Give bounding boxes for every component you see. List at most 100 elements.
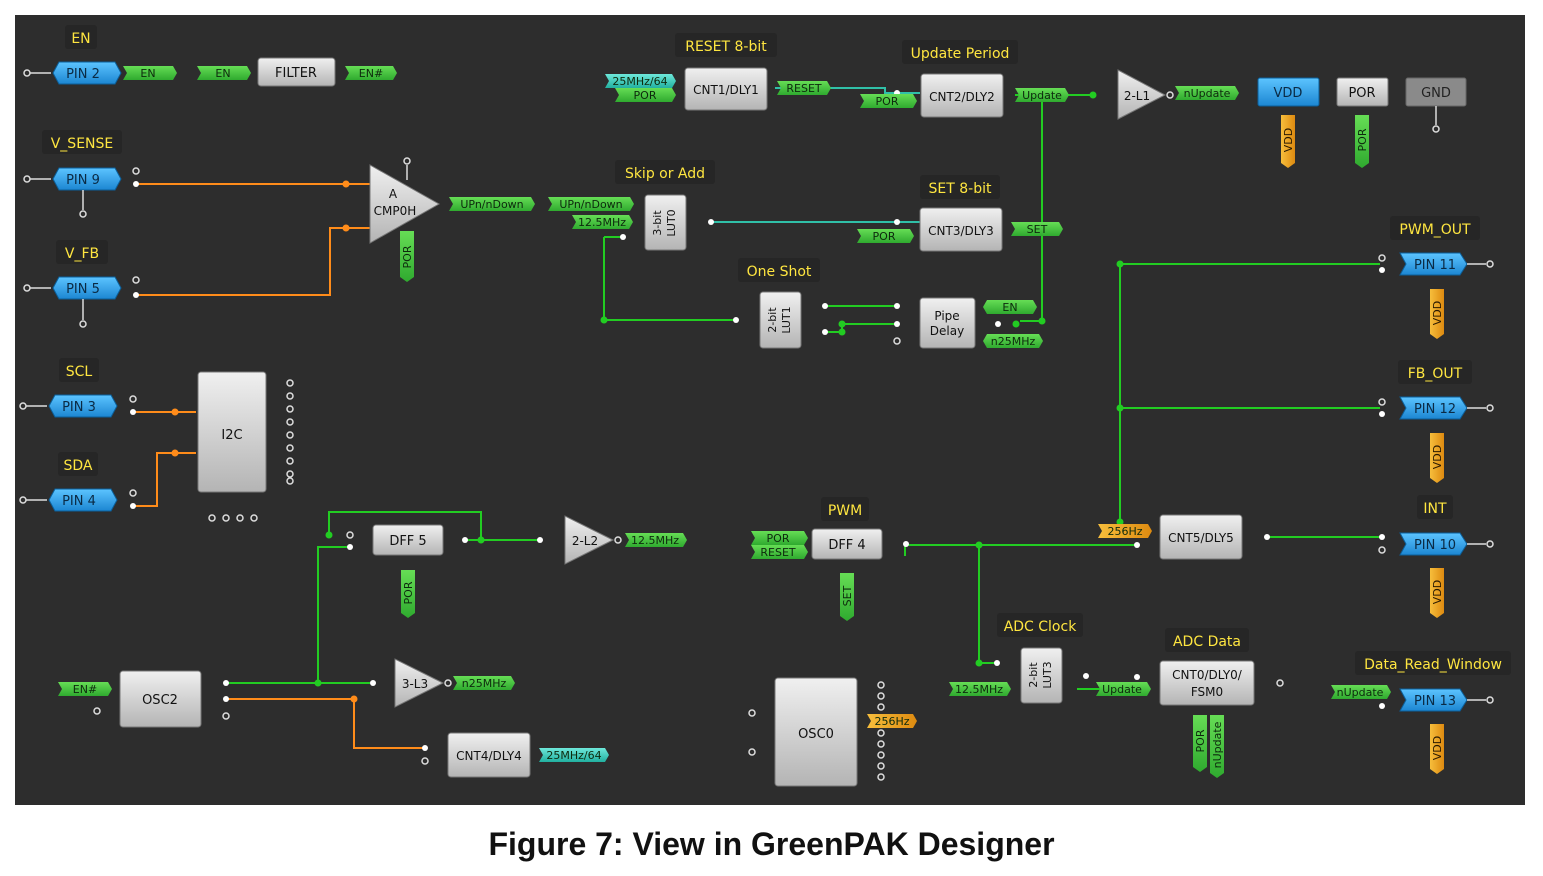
svg-text:DFF 4: DFF 4	[828, 538, 865, 553]
svg-text:POR: POR	[873, 230, 896, 243]
net-tags: EN EN EN# 25MHz/64 POR RESET POR Update …	[58, 66, 1391, 762]
block-i2c[interactable]: I2C	[197, 371, 267, 493]
svg-text:PIN 3: PIN 3	[62, 400, 96, 415]
gate-2-l2[interactable]: 2-L2	[564, 515, 622, 565]
label-data-read-window: Data_Read_Window	[1355, 651, 1511, 675]
block-por[interactable]: POR	[1336, 77, 1389, 107]
label-sda: SDA	[58, 452, 98, 476]
net-en-hash-osc2: EN#	[58, 682, 112, 696]
svg-text:A: A	[389, 187, 398, 201]
svg-text:CNT5/DLY5: CNT5/DLY5	[1168, 531, 1234, 545]
block-cnt0-fsm0[interactable]: CNT0/DLY0/FSM0	[1159, 660, 1255, 706]
gate-2-l1[interactable]: 2-L1	[1117, 69, 1174, 120]
block-dff5[interactable]: DFF 5	[372, 524, 444, 556]
svg-text:FILTER: FILTER	[275, 66, 317, 81]
svg-text:3-bit: 3-bit	[651, 210, 664, 236]
svg-text:PWM_OUT: PWM_OUT	[1399, 222, 1471, 238]
vtag-cnt0-nupdate: nUpdate	[1210, 715, 1224, 778]
svg-text:VDD: VDD	[1431, 445, 1444, 469]
net-por-cnt3: POR	[857, 229, 914, 243]
gate-3-l3[interactable]: 3-L3	[394, 658, 452, 708]
net-por-cnt2: POR	[860, 94, 917, 108]
svg-text:V_FB: V_FB	[65, 246, 99, 262]
svg-text:One Shot: One Shot	[747, 264, 812, 280]
block-cnt4[interactable]: CNT4/DLY4	[447, 732, 531, 778]
comparator-cmp0h[interactable]: A CMP0H	[369, 157, 441, 244]
net-por-dff4: POR	[751, 531, 808, 545]
vtag-pin12-vdd: VDD	[1430, 433, 1444, 483]
pin-5[interactable]: PIN 5	[23, 276, 140, 328]
svg-text:POR: POR	[876, 95, 899, 108]
svg-text:VDD: VDD	[1431, 580, 1444, 604]
svg-text:12.5MHz: 12.5MHz	[955, 683, 1003, 696]
net-update: Update	[1015, 88, 1069, 102]
svg-text:LUT0: LUT0	[665, 209, 678, 236]
block-osc2[interactable]: OSC2	[119, 670, 202, 728]
net-25mhz64-cnt4: 25MHz/64	[539, 748, 609, 762]
svg-text:VDD: VDD	[1431, 736, 1444, 760]
svg-text:CNT2/DLY2: CNT2/DLY2	[929, 90, 995, 104]
label-skip-or-add: Skip or Add	[615, 160, 715, 184]
net-nupdate: nUpdate	[1175, 86, 1239, 100]
block-osc0[interactable]: OSC0	[774, 677, 858, 787]
svg-text:nUpdate: nUpdate	[1184, 87, 1231, 100]
label-set-8bit: SET 8-bit	[920, 175, 1000, 199]
block-dff4[interactable]: DFF 4	[811, 528, 883, 560]
svg-text:FB_OUT: FB_OUT	[1408, 366, 1463, 382]
svg-text:Delay: Delay	[930, 324, 964, 338]
svg-text:n25MHz: n25MHz	[991, 335, 1036, 348]
pin-3[interactable]: PIN 3	[19, 394, 137, 418]
label-reset-8bit: RESET 8-bit	[675, 33, 777, 57]
label-en: EN	[65, 25, 97, 49]
net-set: SET	[1011, 222, 1063, 236]
block-cnt5[interactable]: CNT5/DLY5	[1159, 514, 1243, 560]
block-gnd[interactable]: GND	[1405, 77, 1467, 133]
svg-text:INT: INT	[1423, 501, 1447, 517]
block-cnt1[interactable]: CNT1/DLY1	[684, 67, 768, 111]
vtag-cmp-por: POR	[400, 231, 414, 282]
svg-text:EN#: EN#	[359, 67, 383, 80]
pin-4[interactable]: PIN 4	[19, 488, 137, 512]
section-labels: EN V_SENSE V_FB SCL SDA RESET 8-bit Upda…	[42, 25, 1511, 675]
label-fb-out: FB_OUT	[1398, 360, 1472, 384]
orange-wires	[133, 183, 423, 749]
net-nupdate-pin13: nUpdate	[1331, 685, 1391, 699]
vertical-tags: VDD POR POR VDD VDD VDD VDD POR SET POR …	[400, 115, 1444, 778]
pin-10[interactable]: PIN 10	[1378, 532, 1494, 556]
svg-text:2-bit: 2-bit	[766, 307, 779, 333]
svg-text:EN: EN	[71, 31, 90, 47]
svg-text:FSM0: FSM0	[1191, 685, 1223, 699]
svg-text:PIN 9: PIN 9	[66, 173, 100, 188]
vdd-rail[interactable]: VDD	[1257, 77, 1320, 107]
svg-text:nUpdate: nUpdate	[1211, 721, 1224, 768]
pin-13[interactable]: PIN 13	[1378, 688, 1494, 712]
svg-text:PIN 12: PIN 12	[1414, 402, 1456, 417]
svg-text:POR: POR	[402, 581, 415, 604]
label-v-sense: V_SENSE	[42, 130, 122, 154]
svg-text:25MHz/64: 25MHz/64	[546, 749, 601, 762]
svg-text:SCL: SCL	[66, 364, 93, 380]
svg-text:POR: POR	[634, 89, 657, 102]
pin-11[interactable]: PIN 11	[1378, 252, 1494, 276]
pin-12[interactable]: PIN 12	[1378, 396, 1494, 420]
svg-text:I2C: I2C	[221, 428, 242, 443]
block-cnt3[interactable]: CNT3/DLY3	[919, 207, 1003, 252]
block-filter[interactable]: FILTER	[257, 57, 336, 87]
svg-text:EN: EN	[1002, 301, 1017, 314]
vtag-pin10-vdd: VDD	[1430, 568, 1444, 618]
pin-9[interactable]: PIN 9	[23, 167, 140, 218]
block-cnt2[interactable]: CNT2/DLY2	[920, 73, 1004, 118]
pin-2[interactable]: PIN 2	[23, 61, 122, 85]
svg-text:256Hz: 256Hz	[874, 715, 909, 728]
schematic-svg: EN V_SENSE V_FB SCL SDA RESET 8-bit Upda…	[19, 25, 1511, 787]
wire-junctions	[171, 91, 1124, 703]
net-n25mhz-l3: n25MHz	[453, 676, 515, 690]
svg-text:POR: POR	[1194, 729, 1207, 752]
svg-text:CNT3/DLY3: CNT3/DLY3	[928, 224, 994, 238]
label-v-fb: V_FB	[56, 240, 108, 264]
svg-text:DFF 5: DFF 5	[389, 534, 426, 549]
